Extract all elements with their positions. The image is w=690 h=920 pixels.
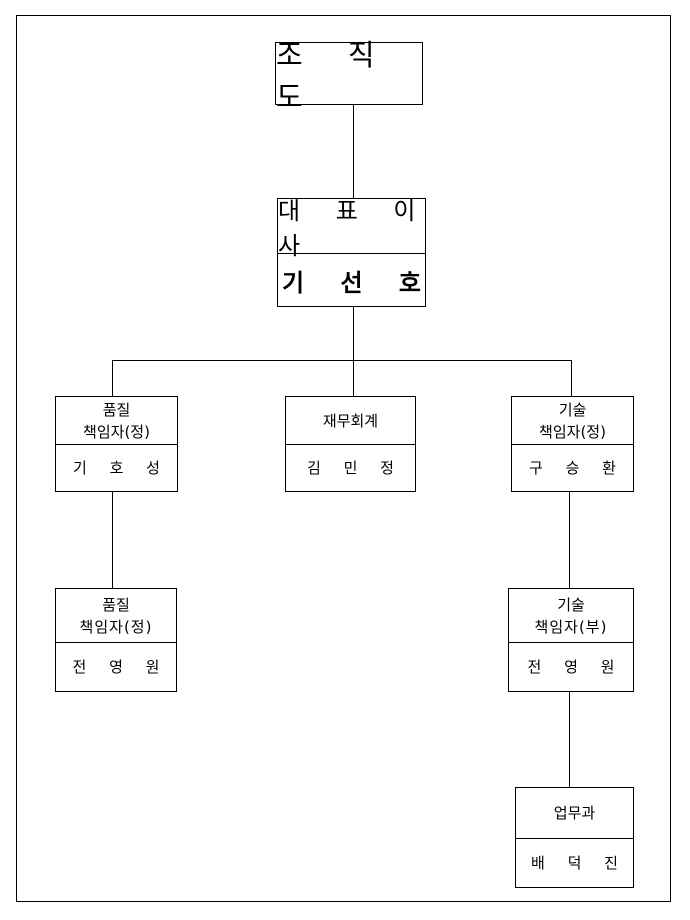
tech-lead-role-cell: 기술 책임자(정) (512, 397, 633, 445)
operations-name-cell: 배 덕 진 (516, 839, 633, 887)
connector-ceo-branch (353, 306, 354, 361)
connector-quality-quality2 (112, 491, 113, 589)
connector-branch-finance (353, 360, 354, 397)
quality-lead-2-box: 품질 책임자(정) 전 영 원 (55, 588, 177, 692)
quality-lead-1-name-cell: 기 호 성 (56, 445, 177, 491)
ceo-name-cell: 기 선 호 (278, 254, 425, 306)
title-text: 조 직 도 (276, 37, 393, 114)
quality-lead-1-role-line1: 품질 (102, 400, 131, 419)
connector-techdeputy-operations (569, 691, 570, 788)
connector-branch-horizontal (112, 360, 572, 361)
quality-lead-1-name: 기 호 성 (73, 459, 169, 477)
quality-lead-1-role-line2: 책임자(정) (83, 422, 150, 441)
tech-lead-name: 구 승 환 (529, 459, 625, 477)
tech-deputy-role-line2: 책임자(부) (534, 617, 608, 636)
quality-lead-2-name: 전 영 원 (72, 658, 169, 676)
connector-tech-techdeputy (569, 491, 570, 589)
tech-lead-role-line1: 기술 (558, 400, 587, 419)
tech-deputy-role-line1: 기술 (557, 595, 585, 614)
ceo-role-cell: 대 표 이 사 (278, 197, 425, 260)
quality-lead-2-role-cell: 품질 책임자(정) (56, 589, 176, 643)
tech-lead-name-cell: 구 승 환 (512, 445, 633, 491)
operations-box: 업무과 배 덕 진 (515, 787, 634, 888)
chart-border (16, 15, 671, 902)
operations-role-cell: 업무과 (516, 788, 633, 839)
tech-lead-role-line2: 책임자(정) (539, 422, 606, 441)
finance-box: 재무회계 김 민 정 (285, 396, 416, 492)
quality-lead-1-box: 품질 책임자(정) 기 호 성 (55, 396, 178, 492)
tech-deputy-box: 기술 책임자(부) 전 영 원 (508, 588, 634, 692)
finance-role: 재무회계 (322, 411, 379, 430)
tech-deputy-role-cell: 기술 책임자(부) (509, 589, 633, 643)
ceo-box: 대 표 이 사 기 선 호 (277, 197, 426, 307)
connector-title-ceo (353, 104, 354, 199)
operations-name: 배 덕 진 (531, 854, 627, 872)
tech-deputy-name: 전 영 원 (527, 658, 624, 676)
tech-lead-box: 기술 책임자(정) 구 승 환 (511, 396, 634, 492)
ceo-role: 대 표 이 사 (278, 197, 430, 260)
tech-deputy-name-cell: 전 영 원 (509, 643, 633, 691)
quality-lead-2-role-line2: 책임자(정) (79, 617, 153, 636)
ceo-name: 기 선 호 (282, 268, 435, 297)
finance-name-cell: 김 민 정 (286, 445, 415, 491)
connector-branch-quality (112, 360, 113, 397)
quality-lead-2-name-cell: 전 영 원 (56, 643, 176, 691)
operations-role: 업무과 (553, 804, 596, 822)
quality-lead-1-role-cell: 품질 책임자(정) (56, 397, 177, 445)
quality-lead-2-role-line1: 품질 (102, 595, 130, 614)
connector-branch-tech (571, 360, 572, 397)
finance-name: 김 민 정 (307, 459, 403, 477)
finance-role-cell: 재무회계 (286, 397, 415, 445)
title-box: 조 직 도 (275, 38, 423, 114)
